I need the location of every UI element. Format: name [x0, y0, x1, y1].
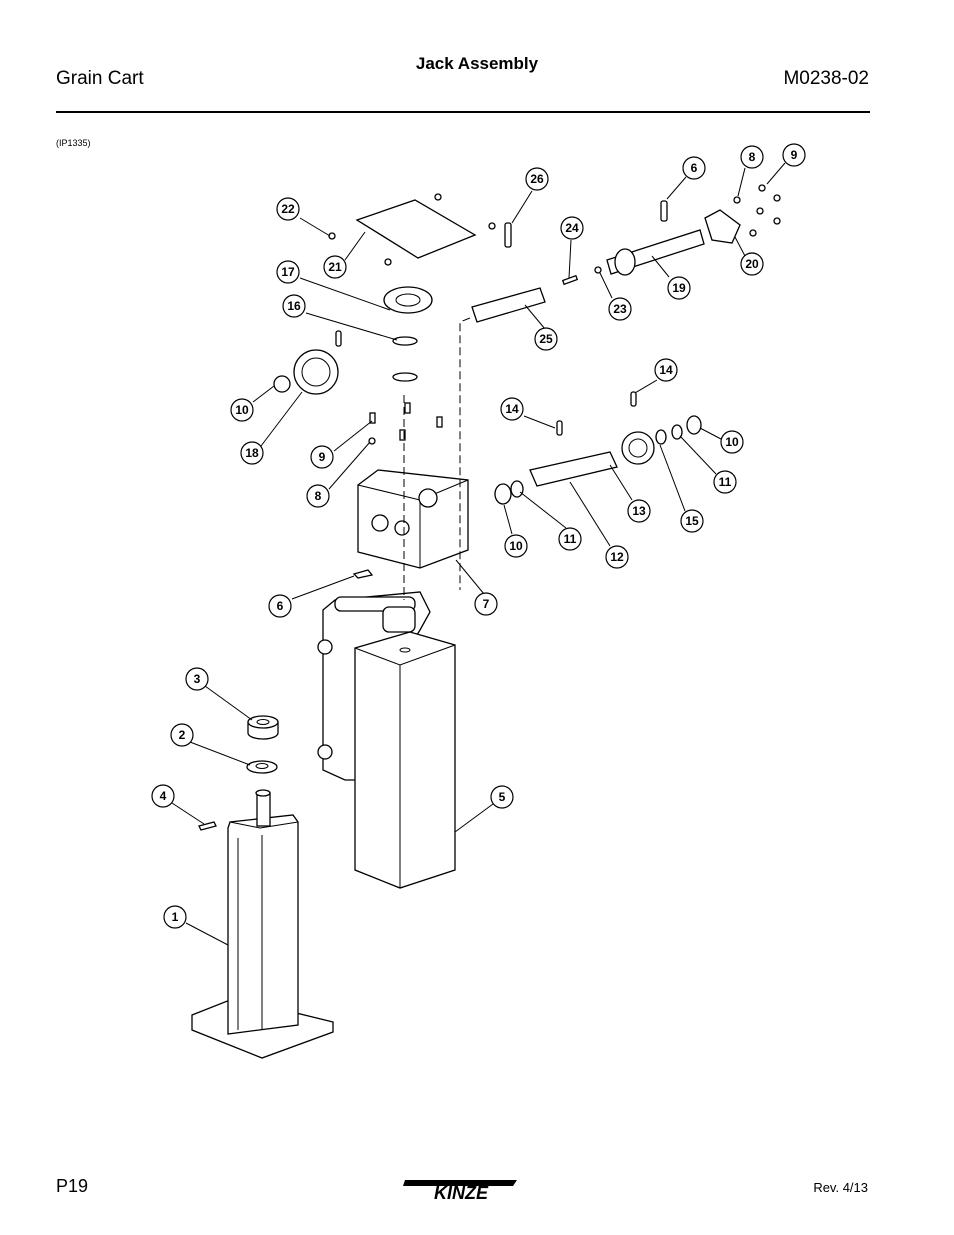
callout-3: 3	[185, 667, 209, 691]
svg-text:1: 1	[172, 910, 179, 924]
svg-text:20: 20	[745, 257, 759, 271]
callout-9-upper: 9	[782, 143, 806, 167]
alignment-line	[459, 317, 471, 590]
callout-2: 2	[170, 723, 194, 747]
header-divider	[56, 111, 870, 113]
callout-12: 12	[605, 545, 629, 569]
part-pin-6-lower	[352, 569, 374, 579]
callout-10-left: 10	[230, 398, 254, 422]
svg-text:13: 13	[632, 504, 646, 518]
callout-18: 18	[240, 441, 264, 465]
callout-6-lower: 6	[268, 594, 292, 618]
svg-text:14: 14	[505, 402, 519, 416]
callout-26: 26	[525, 167, 549, 191]
svg-text:9: 9	[791, 148, 798, 162]
svg-text:17: 17	[281, 265, 295, 279]
part-shaft-lower	[494, 391, 702, 505]
svg-text:21: 21	[328, 260, 342, 274]
svg-text:4: 4	[160, 789, 167, 803]
page-title: Jack Assembly	[415, 54, 539, 73]
svg-text:KINZE: KINZE	[434, 1183, 489, 1203]
svg-text:8: 8	[315, 489, 322, 503]
header-product-name: Grain Cart	[56, 68, 144, 89]
part-gears-left	[273, 286, 433, 395]
part-hardware	[328, 184, 781, 445]
svg-text:15: 15	[685, 514, 699, 528]
part-pin-6-upper	[660, 200, 668, 222]
callout-13: 13	[627, 499, 651, 523]
header-manual-number: M0238-02	[783, 68, 869, 89]
svg-text:10: 10	[235, 403, 249, 417]
svg-text:25: 25	[539, 332, 553, 346]
svg-text:11: 11	[564, 532, 577, 546]
callout-21: 21	[323, 255, 347, 279]
page-number: P19	[56, 1176, 89, 1196]
svg-text:16: 16	[287, 299, 301, 313]
part-jack-housing	[317, 591, 456, 889]
svg-text:12: 12	[610, 550, 624, 564]
svg-text:10: 10	[725, 435, 739, 449]
svg-text:3: 3	[194, 672, 201, 686]
callout-19: 19	[667, 276, 691, 300]
callout-4: 4	[151, 784, 175, 808]
svg-text:19: 19	[672, 281, 686, 295]
svg-text:9: 9	[319, 450, 326, 464]
callout-7: 7	[474, 592, 498, 616]
svg-text:5: 5	[499, 790, 506, 804]
svg-text:23: 23	[613, 302, 627, 316]
callout-1: 1	[163, 905, 187, 929]
svg-text:2: 2	[179, 728, 186, 742]
svg-text:18: 18	[245, 446, 259, 460]
callout-14-lower: 14	[500, 397, 524, 421]
kinze-logo: KINZE	[403, 1180, 517, 1203]
callout-11-right: 11	[713, 470, 737, 494]
part-washers	[246, 715, 279, 774]
callout-16: 16	[282, 294, 306, 318]
part-pin-4	[198, 821, 217, 831]
part-jack-tube	[191, 789, 334, 1059]
callout-15: 15	[680, 509, 704, 533]
callout-23: 23	[608, 297, 632, 321]
leader-lines	[171, 162, 786, 946]
figure-reference: (IP1335)	[56, 138, 91, 148]
callout-8-lower: 8	[306, 484, 330, 508]
svg-text:6: 6	[277, 599, 284, 613]
svg-text:6: 6	[691, 161, 698, 175]
part-shaft-upper	[471, 209, 741, 323]
svg-text:26: 26	[530, 172, 544, 186]
part-cover-plate	[355, 199, 477, 259]
callout-10-right: 10	[720, 430, 744, 454]
part-gear-box	[357, 469, 469, 569]
revision-label: Rev. 4/13	[813, 1180, 868, 1195]
callout-20: 20	[740, 252, 764, 276]
callout-5: 5	[490, 785, 514, 809]
svg-text:11: 11	[719, 475, 732, 489]
svg-text:14: 14	[659, 363, 673, 377]
svg-text:7: 7	[483, 597, 490, 611]
svg-text:22: 22	[281, 202, 295, 216]
callout-8-upper: 8	[740, 145, 764, 169]
callout-25: 25	[534, 327, 558, 351]
svg-text:8: 8	[749, 150, 756, 164]
svg-text:24: 24	[565, 221, 579, 235]
callout-9-lower: 9	[310, 445, 334, 469]
callout-6-upper: 6	[682, 156, 706, 180]
callout-22: 22	[276, 197, 300, 221]
callout-11-lower: 11	[558, 527, 582, 551]
svg-text:10: 10	[509, 539, 523, 553]
callout-24: 24	[560, 216, 584, 240]
callout-10-lower: 10	[504, 534, 528, 558]
callout-17: 17	[276, 260, 300, 284]
callout-14-upper: 14	[654, 358, 678, 382]
